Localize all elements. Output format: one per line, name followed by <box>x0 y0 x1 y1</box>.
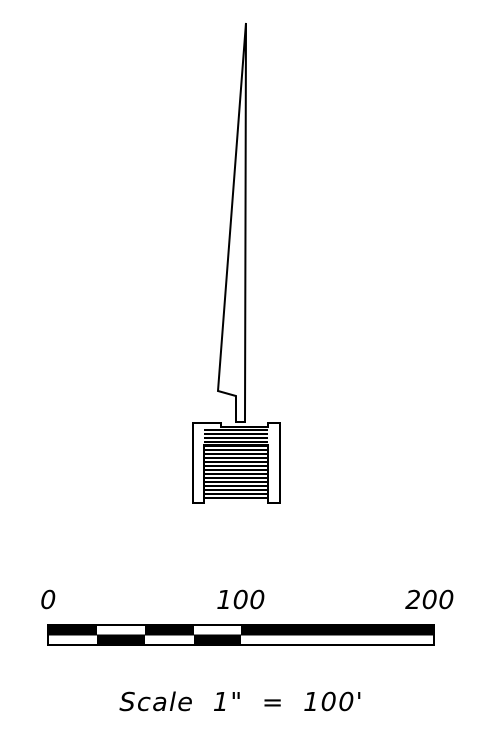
scale-bar <box>47 624 435 646</box>
scale-segment-top-3 <box>241 625 434 635</box>
scale-segment-top-1 <box>48 625 97 635</box>
parcel-outline <box>216 22 247 423</box>
scale-label-0: 0 <box>40 586 57 616</box>
scale-caption: Scale 1" = 100' <box>119 688 364 718</box>
building-hatching <box>204 429 268 499</box>
scale-segment-top-2 <box>145 625 194 635</box>
scale-label-200: 200 <box>405 586 455 616</box>
scale-label-100: 100 <box>216 586 266 616</box>
scale-segment-bottom-1 <box>97 635 145 645</box>
building-footprint <box>192 422 281 504</box>
building-outline <box>192 422 281 504</box>
scale-segment-bottom-2 <box>194 635 241 645</box>
